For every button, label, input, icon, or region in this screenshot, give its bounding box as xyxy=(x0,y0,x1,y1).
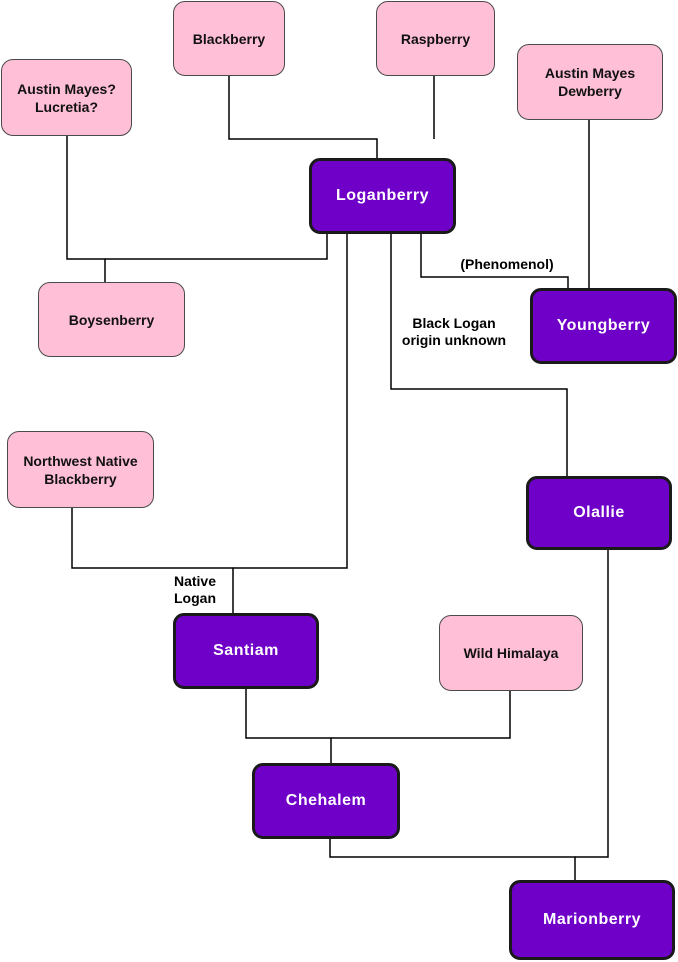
edge-label-black-logan: Black Logan origin unknown xyxy=(401,315,507,348)
node-wild-himalaya: Wild Himalaya xyxy=(439,615,583,691)
node-olallie: Olallie xyxy=(526,476,672,550)
edge-chehalem-marionberry xyxy=(329,839,576,880)
node-santiam: Santiam xyxy=(173,613,319,689)
edge-label-phenomenol: (Phenomenol) xyxy=(460,256,554,272)
node-northwest-native-blackberry: Northwest Native Blackberry xyxy=(7,431,154,508)
edge-olallie-marionberry xyxy=(575,550,609,858)
edge-blackberry-loganberry xyxy=(228,76,378,158)
edge-lucretia-boysenberry xyxy=(66,136,106,282)
edge-nwnative-santiam xyxy=(71,508,234,613)
edge-label-native-logan: Native Logan xyxy=(173,573,217,606)
node-boysenberry: Boysenberry xyxy=(38,282,185,357)
node-austin-mayes-dewberry: Austin Mayes Dewberry xyxy=(517,44,663,120)
edge-loganberry-santiam xyxy=(233,234,348,569)
node-chehalem: Chehalem xyxy=(252,763,400,839)
node-loganberry: Loganberry xyxy=(309,158,456,234)
node-youngberry: Youngberry xyxy=(530,288,677,364)
node-blackberry: Blackberry xyxy=(173,1,285,76)
edge-himalaya-chehalem xyxy=(331,691,511,739)
node-austin-mayes-lucretia: Austin Mayes? Lucretia? xyxy=(1,59,132,136)
node-raspberry: Raspberry xyxy=(376,1,495,76)
edge-loganberry-youngberry xyxy=(420,234,569,288)
node-marionberry: Marionberry xyxy=(509,880,675,960)
edge-santiam-chehalem xyxy=(245,689,332,763)
edge-loganberry-boysenberry xyxy=(105,234,328,260)
edge-blacklogan-olallie xyxy=(390,234,568,476)
